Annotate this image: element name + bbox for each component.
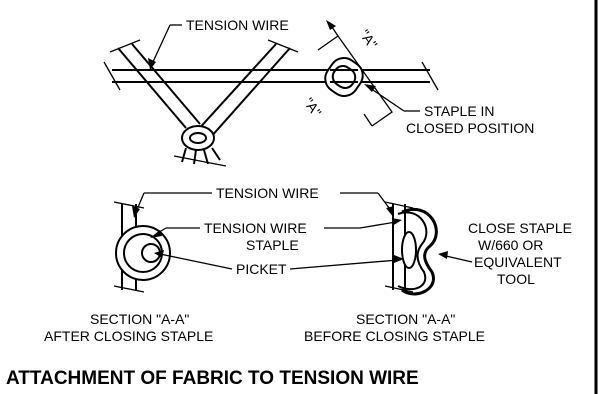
label-staple-closed-1: STAPLE IN [424, 103, 495, 119]
section-after-title-1: SECTION "A-A" [90, 311, 189, 327]
label-close-staple-3: EQUIVALENT [474, 254, 562, 270]
label-close-staple-2: W/660 OR [478, 237, 543, 253]
section-before-title-1: SECTION "A-A" [356, 311, 455, 327]
label-staple-closed-2: CLOSED POSITION [406, 120, 534, 136]
elevation-view [103, 20, 439, 167]
section-mark-a-left: "A" [301, 95, 325, 120]
staple-closed [324, 57, 364, 97]
section-mark-a-top: "A" [357, 27, 381, 52]
section-after-title-2: AFTER CLOSING STAPLE [44, 328, 213, 344]
label-tension-wire-staple-1: TENSION WIRE [204, 220, 307, 236]
label-tension-wire-staple-2: STAPLE [246, 237, 299, 253]
label-tension-wire-top: TENSION WIRE [186, 17, 289, 33]
drawing-title: ATTACHMENT OF FABRIC TO TENSION WIRE [6, 368, 419, 389]
label-close-staple-4: TOOL [497, 271, 535, 287]
section-before-title-2: BEFORE CLOSING STAPLE [304, 328, 485, 344]
label-tension-wire-mid: TENSION WIRE [216, 185, 319, 201]
label-close-staple-1: CLOSE STAPLE [468, 220, 572, 236]
label-picket: PICKET [236, 261, 287, 277]
section-after [113, 201, 171, 293]
